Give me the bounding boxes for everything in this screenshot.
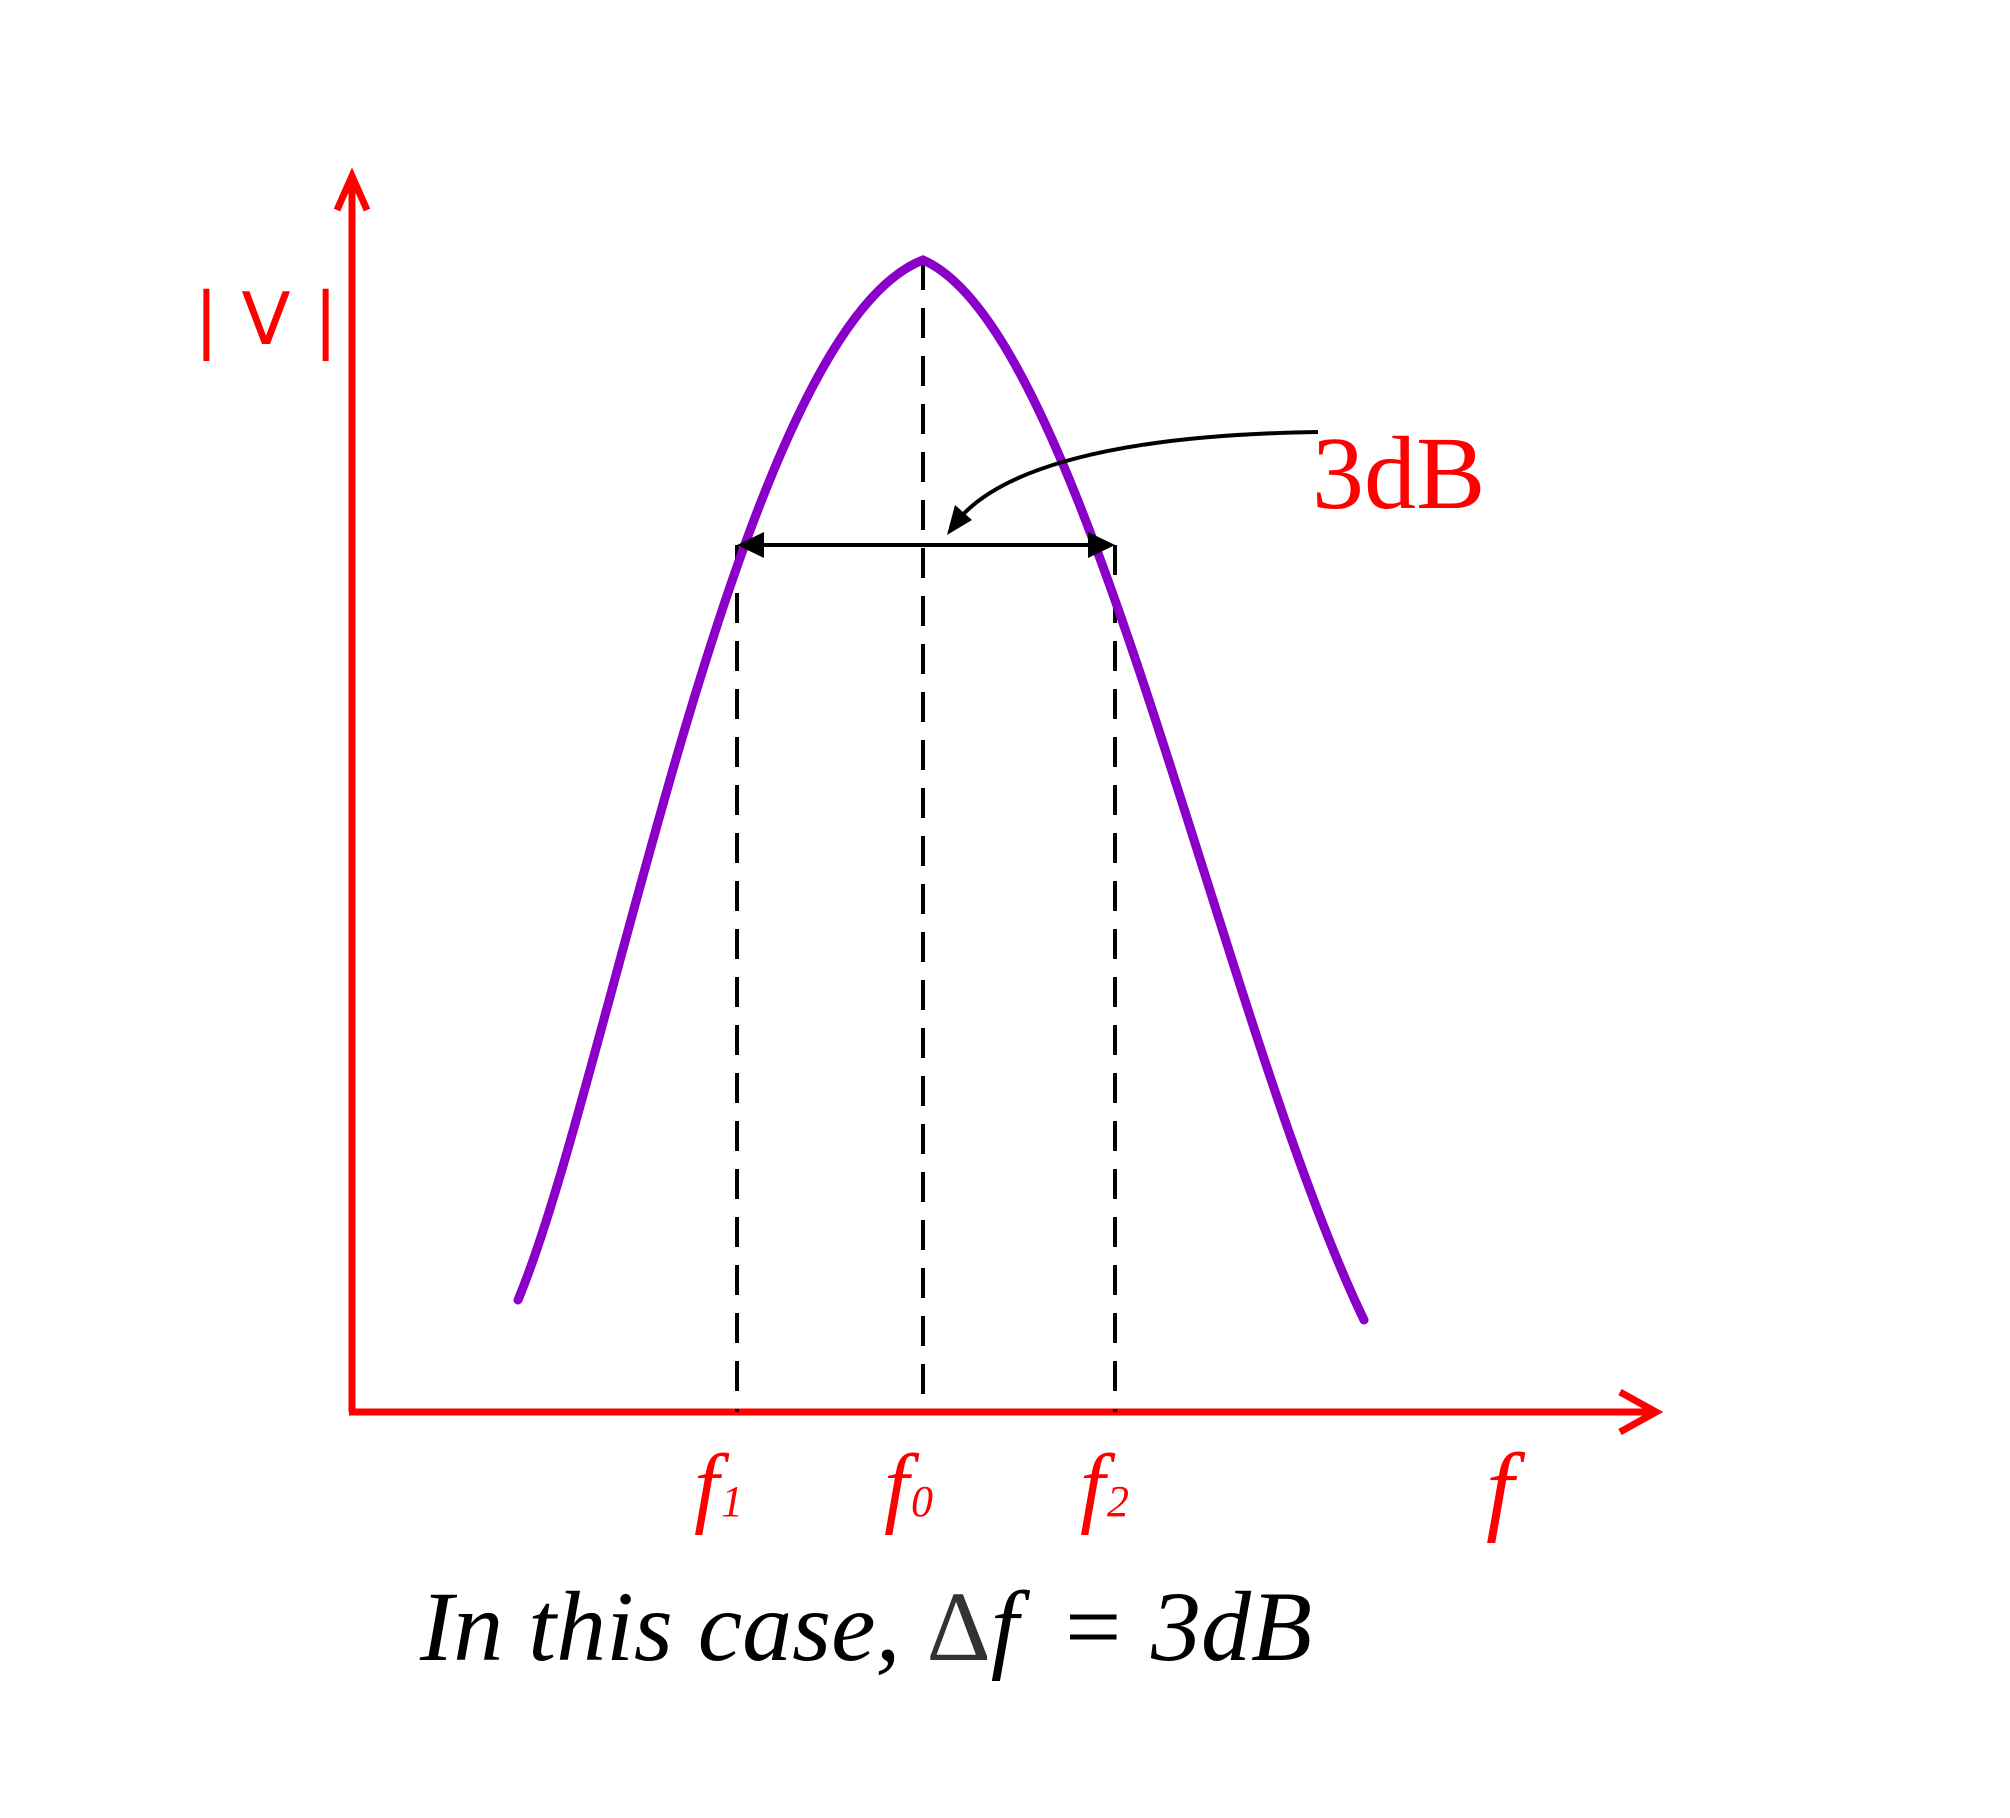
caption: In this case,Δf = 3dB [419,1571,1312,1682]
pointer-curve [956,430,1319,522]
caption-rest: = 3dB [1059,1571,1313,1682]
dashed-guides [735,260,1117,1412]
tick-label-f1: f1 [694,1437,743,1536]
axes [333,167,1664,1436]
x-axis-label: f [1486,1433,1526,1544]
tick-f0-sub: 0 [911,1477,933,1526]
bandwidth-double-arrow [737,532,1115,558]
bandwidth-arrowhead-left [737,532,764,558]
x-axis-arrowhead [1618,1388,1664,1436]
caption-delta: Δ [926,1571,990,1682]
tick-label-f0: f0 [884,1437,933,1536]
pointer-arrowhead [947,505,972,535]
bandwidth-arrowhead-right [1088,532,1115,558]
pointer-arrow [947,430,1319,535]
tick-label-f2: f2 [1080,1437,1129,1536]
bandwidth-label: 3dB [1312,416,1485,531]
y-axis-label: | V | [194,277,338,362]
resonance-curve [513,255,1369,1325]
tick-labels: f1 f0 f2 [694,1437,1129,1536]
caption-prefix: In this case, [419,1571,900,1682]
caption-symbol: f [991,1571,1031,1682]
tick-f2-sub: 2 [1107,1477,1129,1526]
tick-f1-sub: 1 [721,1477,743,1526]
y-axis-arrowhead [333,167,371,212]
